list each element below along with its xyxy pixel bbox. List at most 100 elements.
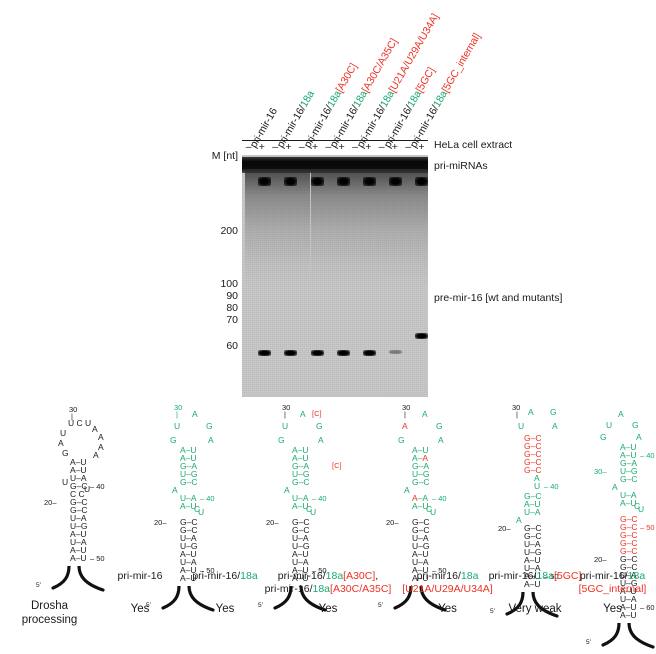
base-pair-11: A [516, 515, 522, 525]
bulge-nucleotide-right: C [634, 501, 641, 511]
nucleotide-loop-4: A [92, 424, 98, 434]
nucleotide-loop-5: G [206, 421, 213, 431]
bulge-nucleotide-right-2: U [198, 507, 205, 517]
nucleotide-loop-4: A [402, 421, 408, 431]
base-pair-3: G–A [292, 461, 310, 471]
base-pair-5: C C [70, 489, 85, 499]
gel-smear [349, 169, 363, 289]
nucleotide-loop-2: | [516, 410, 518, 419]
gel-lane-3 [271, 155, 285, 397]
caption-construct-6: pri-mir-16/18a[5GC_internal] [565, 570, 656, 595]
nucleotide-loop-5: U [282, 421, 289, 431]
bulge-nucleotide-right-2: U [638, 504, 645, 514]
base-pair-1: A–U [70, 457, 87, 467]
base-pair-16: G–C [620, 562, 638, 572]
base-pair-17: A–U [292, 573, 309, 583]
base-pair-11: G–C [412, 525, 430, 535]
base-pair-12: U–A [180, 533, 197, 543]
nucleotide-loop-5: U [518, 421, 525, 431]
nucleotide-loop-7: A [208, 435, 214, 445]
marker-90nt: 90 [226, 290, 238, 302]
base-pair-19: A–U [524, 579, 541, 589]
pre-mir-16-label: pre-mir-16 [wt and mutants] [434, 292, 563, 304]
gel-band-pri [310, 177, 324, 186]
base-pair-14: A–U [180, 549, 197, 559]
base-pair-18: A–U [524, 571, 541, 581]
base-pair-8: U–A [70, 513, 87, 523]
base-pair-15: U–A [180, 557, 197, 567]
base-pair-22: A–U [620, 610, 637, 620]
gel-band-pre [258, 350, 272, 356]
base-pair-8: G–C [524, 491, 542, 501]
nucleotide-loop-9: [C] [332, 461, 342, 470]
base-pair-6: A [172, 485, 178, 495]
gel-lane-6 [310, 155, 324, 397]
gel-lane-5 [297, 155, 311, 397]
treatment-plus: + [338, 141, 345, 153]
base-pair-9: A–U [524, 499, 541, 509]
treatment-pair-5: –+ [348, 140, 375, 154]
gel-band-pre [362, 350, 376, 356]
caption-line: pri-mir-16/18a [192, 570, 258, 582]
base-pair-10: G–C [620, 514, 638, 524]
pri-mirnas-label: pri-miRNAs [434, 160, 488, 172]
base-pair-4: U–G [412, 469, 430, 479]
caption-line: pri-mir-16/18a [579, 570, 646, 582]
caption-line: pri-mir-16/18a[5GC] [488, 570, 582, 582]
treatment-minus: – [245, 141, 252, 153]
nucleotide-loop-8: A [98, 442, 104, 452]
position-number-20: 20– [266, 517, 279, 527]
gel-band-pri [362, 177, 376, 186]
bulge-nucleotide-left: U [62, 477, 69, 487]
five-prime-label: 5′ [378, 602, 383, 609]
base-pair-12: A–U [70, 545, 87, 555]
treatment-pair-3: –+ [295, 140, 322, 154]
nucleotide-loop-2: | [404, 410, 406, 419]
treatment-minus: – [405, 141, 412, 153]
marker-70nt: 70 [226, 314, 238, 326]
gel-band-pre [389, 350, 403, 354]
base-pair-8: A–U [180, 501, 197, 511]
base-pair-6: G–C [70, 497, 88, 507]
base-pair-3: G–A [620, 458, 638, 468]
gel-lane-8 [336, 155, 350, 397]
treatment-minus: – [272, 141, 279, 153]
gel-band-pri [389, 177, 403, 186]
nucleotide-loop-5: U [60, 428, 67, 438]
gel-smear [258, 169, 272, 289]
treatment-row: –+–+–+–+–+–+–+ [242, 140, 429, 154]
caption-line: pri-mir-16/18a[A30C], [277, 570, 379, 582]
caption-construct-2: pri-mir-16/18a [160, 570, 290, 583]
bulge-nucleotide-right: U [84, 484, 91, 494]
gel-smear [376, 169, 389, 289]
base-pair-2: A–A [412, 453, 429, 463]
bulge-nucleotide-right-2: U [310, 507, 317, 517]
nucleotide-loop-2: | [71, 412, 73, 421]
base-pair-2: A–U [180, 453, 197, 463]
position-number-40: – 40 [544, 481, 559, 491]
nucleotide-loop-9: G [62, 448, 69, 458]
caption-line: pri-mir-16 [117, 570, 163, 582]
base-pair-10: A–U [70, 529, 87, 539]
base-pair-10: G–C [412, 517, 430, 527]
position-number-50: – 50 [90, 553, 105, 563]
base-pair-2: A–U [70, 465, 87, 475]
base-pair-4: U–G [292, 469, 310, 479]
base-pair-17: U–A [620, 570, 637, 580]
nucleotide-loop-1: 30 [69, 405, 78, 414]
base-pair-4: U–G [620, 466, 638, 476]
flanking-arms [261, 584, 331, 612]
position-number-30: 30– [594, 466, 607, 476]
base-pair-13: U–G [292, 541, 310, 551]
base-pair-15: U–A [412, 557, 429, 567]
position-number-20: 20– [154, 517, 167, 527]
nucleotide-loop-7: A [58, 438, 64, 448]
base-pair-11: G–C [180, 525, 198, 535]
nucleotide-loop-3: A [300, 409, 306, 419]
nucleotide-loop-4: G [600, 432, 607, 442]
treatment-plus: + [258, 141, 265, 153]
caption-construct-4: pri-mir16/18a[U21A/U29A/U34A] [375, 570, 520, 595]
treatment-plus: + [311, 141, 319, 153]
caption-line: pri-mir16/18a [416, 570, 479, 582]
